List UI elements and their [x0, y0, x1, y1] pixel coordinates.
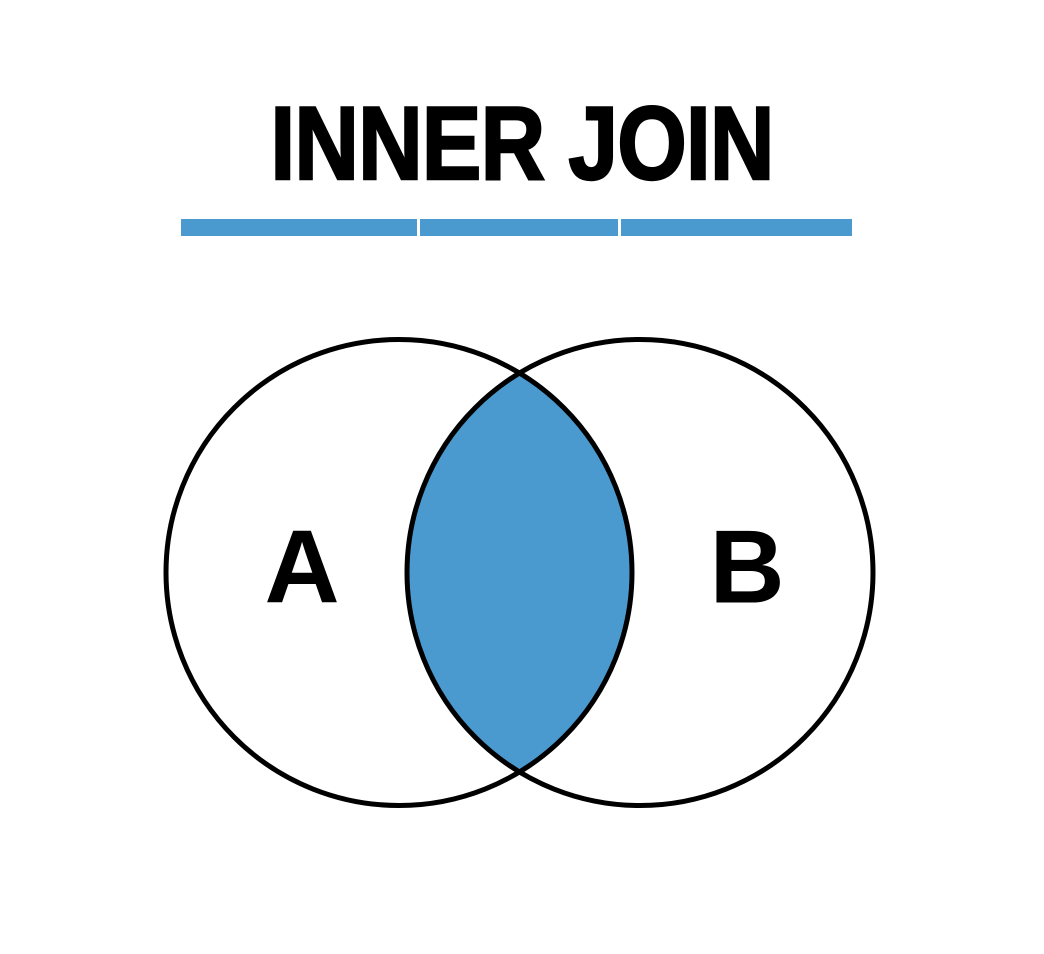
venn-intersection-region [407, 339, 632, 806]
venn-diagram: A B [0, 300, 1044, 860]
page-title: INNER JOIN [269, 86, 775, 202]
title-accent-rule [181, 219, 852, 236]
accent-rule-segment-2 [420, 219, 618, 236]
accent-rule-gap-1 [417, 219, 420, 236]
title-block: INNER JOIN [0, 0, 1044, 260]
venn-label-a: A [264, 509, 339, 625]
accent-rule-gap-2 [618, 219, 621, 236]
venn-diagram-svg: A B [163, 337, 876, 808]
venn-circle-b-outline [404, 337, 876, 808]
venn-circle-a-outline [163, 337, 635, 808]
accent-rule-segment-1 [181, 219, 417, 236]
venn-label-b: B [709, 509, 784, 625]
accent-rule-segment-3 [621, 219, 852, 236]
